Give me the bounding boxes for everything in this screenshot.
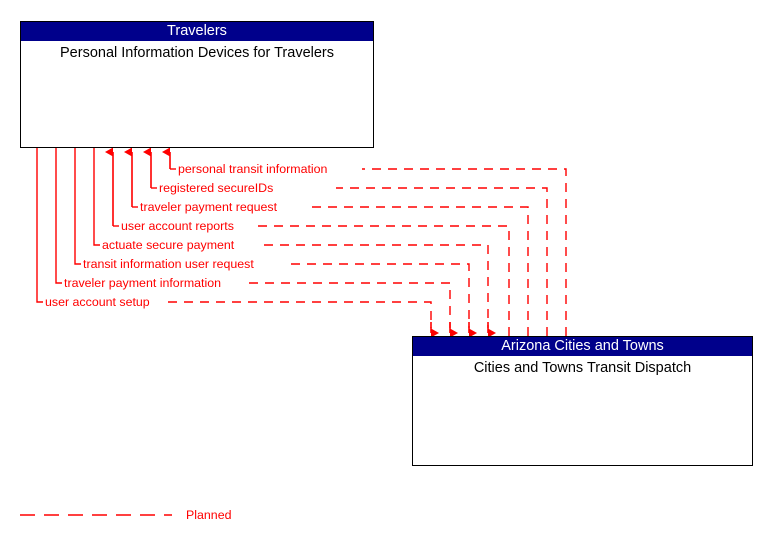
flow-label-traveler-payment-request[interactable]: traveler payment request bbox=[140, 200, 278, 214]
flow-label-registered-secureids[interactable]: registered secureIDs bbox=[159, 181, 274, 195]
flow-line-transit-information-user-request bbox=[74, 148, 477, 338]
flow-line-user-account-setup bbox=[36, 148, 439, 338]
flow-line-personal-transit-information bbox=[162, 147, 567, 336]
legend-label-planned: Planned bbox=[186, 508, 232, 522]
flow-line-user-account-reports bbox=[105, 147, 510, 336]
node-stakeholder-travelers: Travelers bbox=[21, 22, 373, 41]
flow-label-user-account-setup[interactable]: user account setup bbox=[45, 295, 150, 309]
node-stakeholder-arizona-cities-and-towns: Arizona Cities and Towns bbox=[413, 337, 752, 356]
flow-label-transit-information-user-request[interactable]: transit information user request bbox=[83, 257, 254, 271]
flow-line-actuate-secure-payment bbox=[93, 148, 496, 338]
flow-label-actuate-secure-payment[interactable]: actuate secure payment bbox=[102, 238, 235, 252]
flow-label-personal-transit-information[interactable]: personal transit information bbox=[178, 162, 328, 176]
flow-label-user-account-reports[interactable]: user account reports bbox=[121, 219, 234, 233]
node-name-travelers: Personal Information Devices for Travele… bbox=[60, 45, 334, 61]
flow-line-traveler-payment-information bbox=[55, 148, 458, 338]
flow-label-traveler-payment-information[interactable]: traveler payment information bbox=[64, 276, 222, 290]
flow-line-registered-secureids bbox=[143, 147, 548, 336]
node-box-travelers[interactable]: Travelers Personal Information Devices f… bbox=[20, 21, 374, 148]
flow-line-traveler-payment-request bbox=[124, 147, 529, 336]
node-box-arizona-cities-and-towns[interactable]: Arizona Cities and Towns Cities and Town… bbox=[412, 336, 753, 466]
node-name-cities-and-towns-transit-dispatch: Cities and Towns Transit Dispatch bbox=[473, 360, 692, 376]
